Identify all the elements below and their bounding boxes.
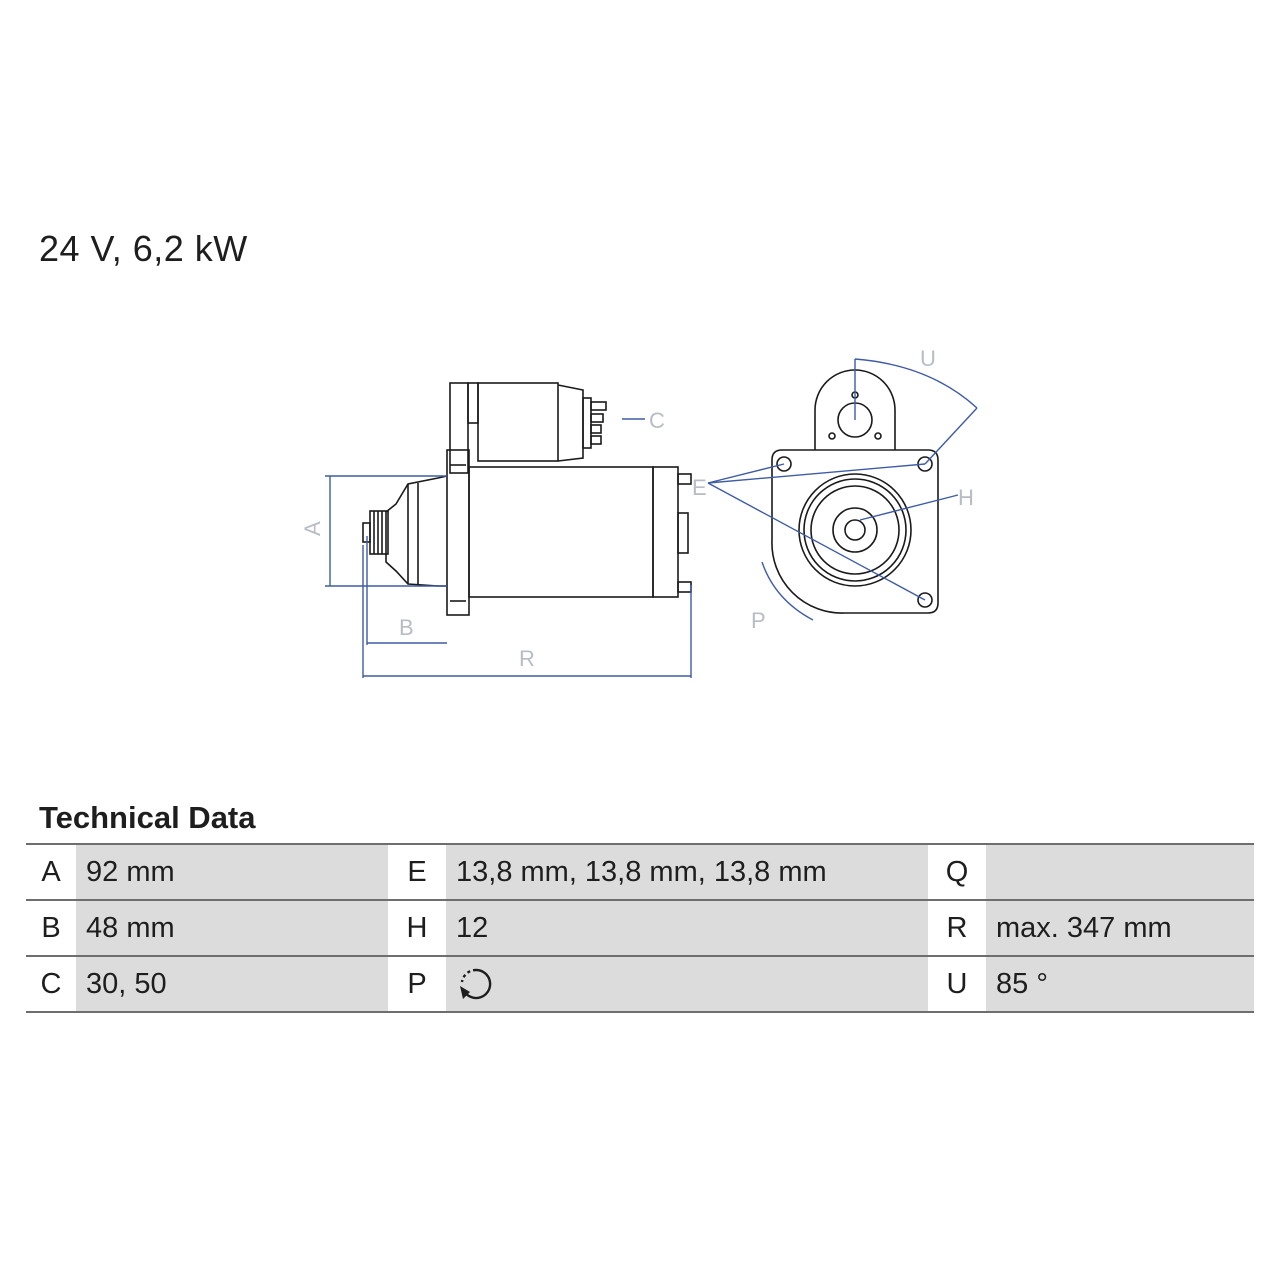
svg-text:R: R [519, 646, 535, 671]
svg-text:E: E [692, 475, 707, 500]
key-q: Q [928, 843, 986, 901]
value-u: 85 ° [986, 955, 1254, 1013]
front-view [771, 369, 939, 614]
key-a: A [26, 843, 76, 901]
svg-text:P: P [751, 608, 766, 633]
table-row: B 48 mm H 12 R max. 347 mm [26, 899, 1254, 957]
value-c: 30, 50 [76, 955, 388, 1013]
table-row: A 92 mm E 13,8 mm, 13,8 mm, 13,8 mm Q [26, 843, 1254, 901]
value-r: max. 347 mm [986, 899, 1254, 957]
svg-text:C: C [649, 408, 665, 433]
rotation-counterclockwise-icon [460, 968, 492, 1000]
dimension-labels: A B C E H P R U [300, 346, 974, 671]
key-c: C [26, 955, 76, 1013]
value-h: 12 [446, 899, 928, 957]
key-r: R [928, 899, 986, 957]
value-p [446, 955, 928, 1013]
side-view [362, 382, 692, 616]
value-e: 13,8 mm, 13,8 mm, 13,8 mm [446, 843, 928, 901]
value-q [986, 843, 1254, 901]
svg-text:A: A [300, 521, 325, 536]
svg-text:H: H [958, 485, 974, 510]
key-u: U [928, 955, 986, 1013]
svg-text:U: U [920, 346, 936, 371]
value-a: 92 mm [76, 843, 388, 901]
technical-data-heading: Technical Data [39, 800, 256, 835]
value-b: 48 mm [76, 899, 388, 957]
key-h: H [388, 899, 446, 957]
starter-motor-drawing: A B C E H P R U [300, 346, 978, 678]
table-row: C 30, 50 P U 85 ° [26, 955, 1254, 1013]
dimension-lines [325, 358, 978, 678]
product-title: 24 V, 6,2 kW [39, 228, 248, 269]
technical-data-table: A 92 mm E 13,8 mm, 13,8 mm, 13,8 mm Q B … [26, 843, 1254, 1013]
key-b: B [26, 899, 76, 957]
svg-text:B: B [399, 615, 414, 640]
key-e: E [388, 843, 446, 901]
key-p: P [388, 955, 446, 1013]
